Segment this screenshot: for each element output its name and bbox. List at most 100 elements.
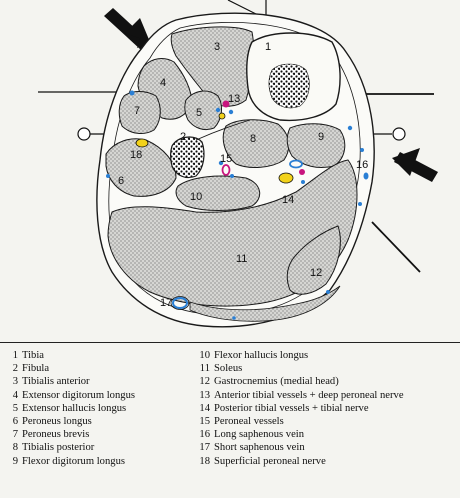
legend-number: 7 (12, 429, 18, 441)
label-13: 13 (228, 93, 240, 105)
skin-vein-4 (358, 202, 362, 206)
superficial-peroneal-nerve (135, 138, 149, 148)
tibial-nerve (278, 172, 294, 184)
label-4: 4 (160, 77, 166, 89)
fibula-bone (169, 136, 205, 179)
legend-item: 9 Flexor digitorum longus (4, 455, 186, 468)
label-3: 3 (214, 41, 220, 53)
label-16: 16 (356, 159, 368, 171)
legend-item: 1 Tibia (4, 349, 186, 362)
label-6: 6 (118, 175, 124, 187)
label-2: 2 (180, 131, 186, 143)
legend-number: 6 (12, 416, 18, 428)
legend-number: 2 (12, 363, 18, 375)
peroneal-vein (218, 160, 224, 166)
legend-text: Extensor digitorum longus (22, 389, 135, 401)
legend-text: Flexor digitorum longus (22, 455, 125, 467)
tibialis-posterior-muscle (222, 119, 290, 168)
long-saphenous-vein (363, 172, 369, 180)
label-18: 18 (130, 149, 142, 161)
skin-vein-7 (106, 174, 110, 178)
label-10: 10 (190, 191, 202, 203)
right-arrow-icon (392, 148, 438, 182)
leg-cross-section-diagram: 1 2 3 4 5 6 7 8 9 10 11 12 13 15 16 17 1… (38, 0, 438, 328)
tibia-marrow (268, 63, 310, 109)
label-12: 12 (310, 267, 322, 279)
legend-number: 17 (199, 442, 210, 454)
legend-item: 7 Peroneus brevis (4, 428, 186, 441)
label-15: 15 (220, 153, 232, 165)
legend-text: Anterior tibial vessels + deep peroneal … (214, 389, 404, 401)
number-labels: 1 2 3 4 5 6 7 8 9 10 11 12 13 15 16 17 1… (118, 41, 368, 309)
peroneal-vein-2 (230, 174, 234, 178)
legend-item: 12 Gastrocnemius (medial head) (192, 375, 460, 388)
posterior-tibial-vein-2 (301, 180, 305, 184)
flexor-hallucis-longus-muscle (175, 175, 261, 211)
legend-number: 16 (199, 429, 210, 441)
upper-left-arrow-icon (104, 8, 150, 50)
legend-number: 13 (199, 389, 210, 401)
legend-text: Fibula (22, 363, 50, 375)
tibialis-anterior-muscle (170, 26, 255, 107)
legend-text: Tibialis posterior (22, 442, 95, 454)
legend-text: Peroneus brevis (22, 429, 90, 441)
anterior-tibial-vein (215, 107, 221, 113)
label-5: 5 (196, 107, 202, 119)
legend-text: Posterior tibial vessels + tibial nerve (214, 402, 369, 414)
skin-vein-6 (232, 316, 236, 320)
short-saphenous-vein-outline (170, 296, 190, 310)
legend-text: Soleus (214, 363, 243, 375)
legend-item: 15 Peroneal vessels (192, 415, 460, 428)
label-8: 8 (250, 133, 256, 145)
legend-number: 15 (199, 416, 210, 428)
legend-item: 10 Flexor hallucis longus (192, 349, 460, 362)
legend-text: Flexor hallucis longus (214, 350, 309, 361)
legend-number: 12 (199, 376, 210, 388)
pin-right (392, 127, 406, 141)
legend-text: Extensor hallucis longus (22, 402, 127, 414)
legend-item: 4 Extensor digitorum longus (4, 389, 186, 402)
extensor-hallucis-longus-muscle (184, 90, 222, 131)
legend-number: 1 (12, 350, 18, 361)
legend-item: 18 Superficial peroneal nerve (192, 455, 460, 468)
legend-item: 13 Anterior tibial vessels + deep peronea… (192, 389, 460, 402)
lower-compartment-band (189, 285, 341, 322)
guide-line-lower-right (371, 221, 421, 273)
short-saphenous-vein (172, 297, 188, 309)
peroneus-longus-muscle (105, 138, 177, 197)
legend-number: 10 (199, 350, 210, 361)
legend-number: 8 (12, 442, 18, 454)
peroneal-artery (221, 164, 231, 176)
skin-vein-1 (129, 90, 135, 96)
legend-text: Short saphenous vein (214, 442, 305, 454)
legend-text: Tibia (22, 350, 44, 361)
skin-vein-3 (360, 148, 364, 152)
legend-text: Gastrocnemius (medial head) (214, 376, 339, 388)
anterior-tibial-vein-2 (228, 109, 234, 115)
legend-text: Peroneus longus (22, 416, 92, 428)
skin-vein-2 (347, 125, 353, 131)
legend-text: Peroneal vessels (214, 416, 284, 428)
legend-text: Tibialis anterior (22, 376, 90, 388)
legend-number: 9 (12, 455, 18, 467)
label-9: 9 (318, 131, 324, 143)
anterior-tibial-nerve (218, 112, 226, 120)
gastrocnemius-medial-head-muscle (286, 225, 341, 295)
pin-left (77, 127, 91, 141)
legend-item: 2 Fibula (4, 362, 186, 375)
legend-text: Superficial peroneal nerve (214, 455, 326, 467)
label-7: 7 (134, 105, 140, 117)
legend-number: 5 (12, 402, 18, 414)
legend-number: 18 (199, 455, 210, 467)
legend-item: 5 Extensor hallucis longus (4, 402, 186, 415)
legend-item: 8 Tibialis posterior (4, 441, 186, 454)
legend-number: 4 (12, 389, 18, 401)
interosseous-membrane (195, 119, 251, 141)
posterior-tibial-vein (289, 159, 303, 169)
